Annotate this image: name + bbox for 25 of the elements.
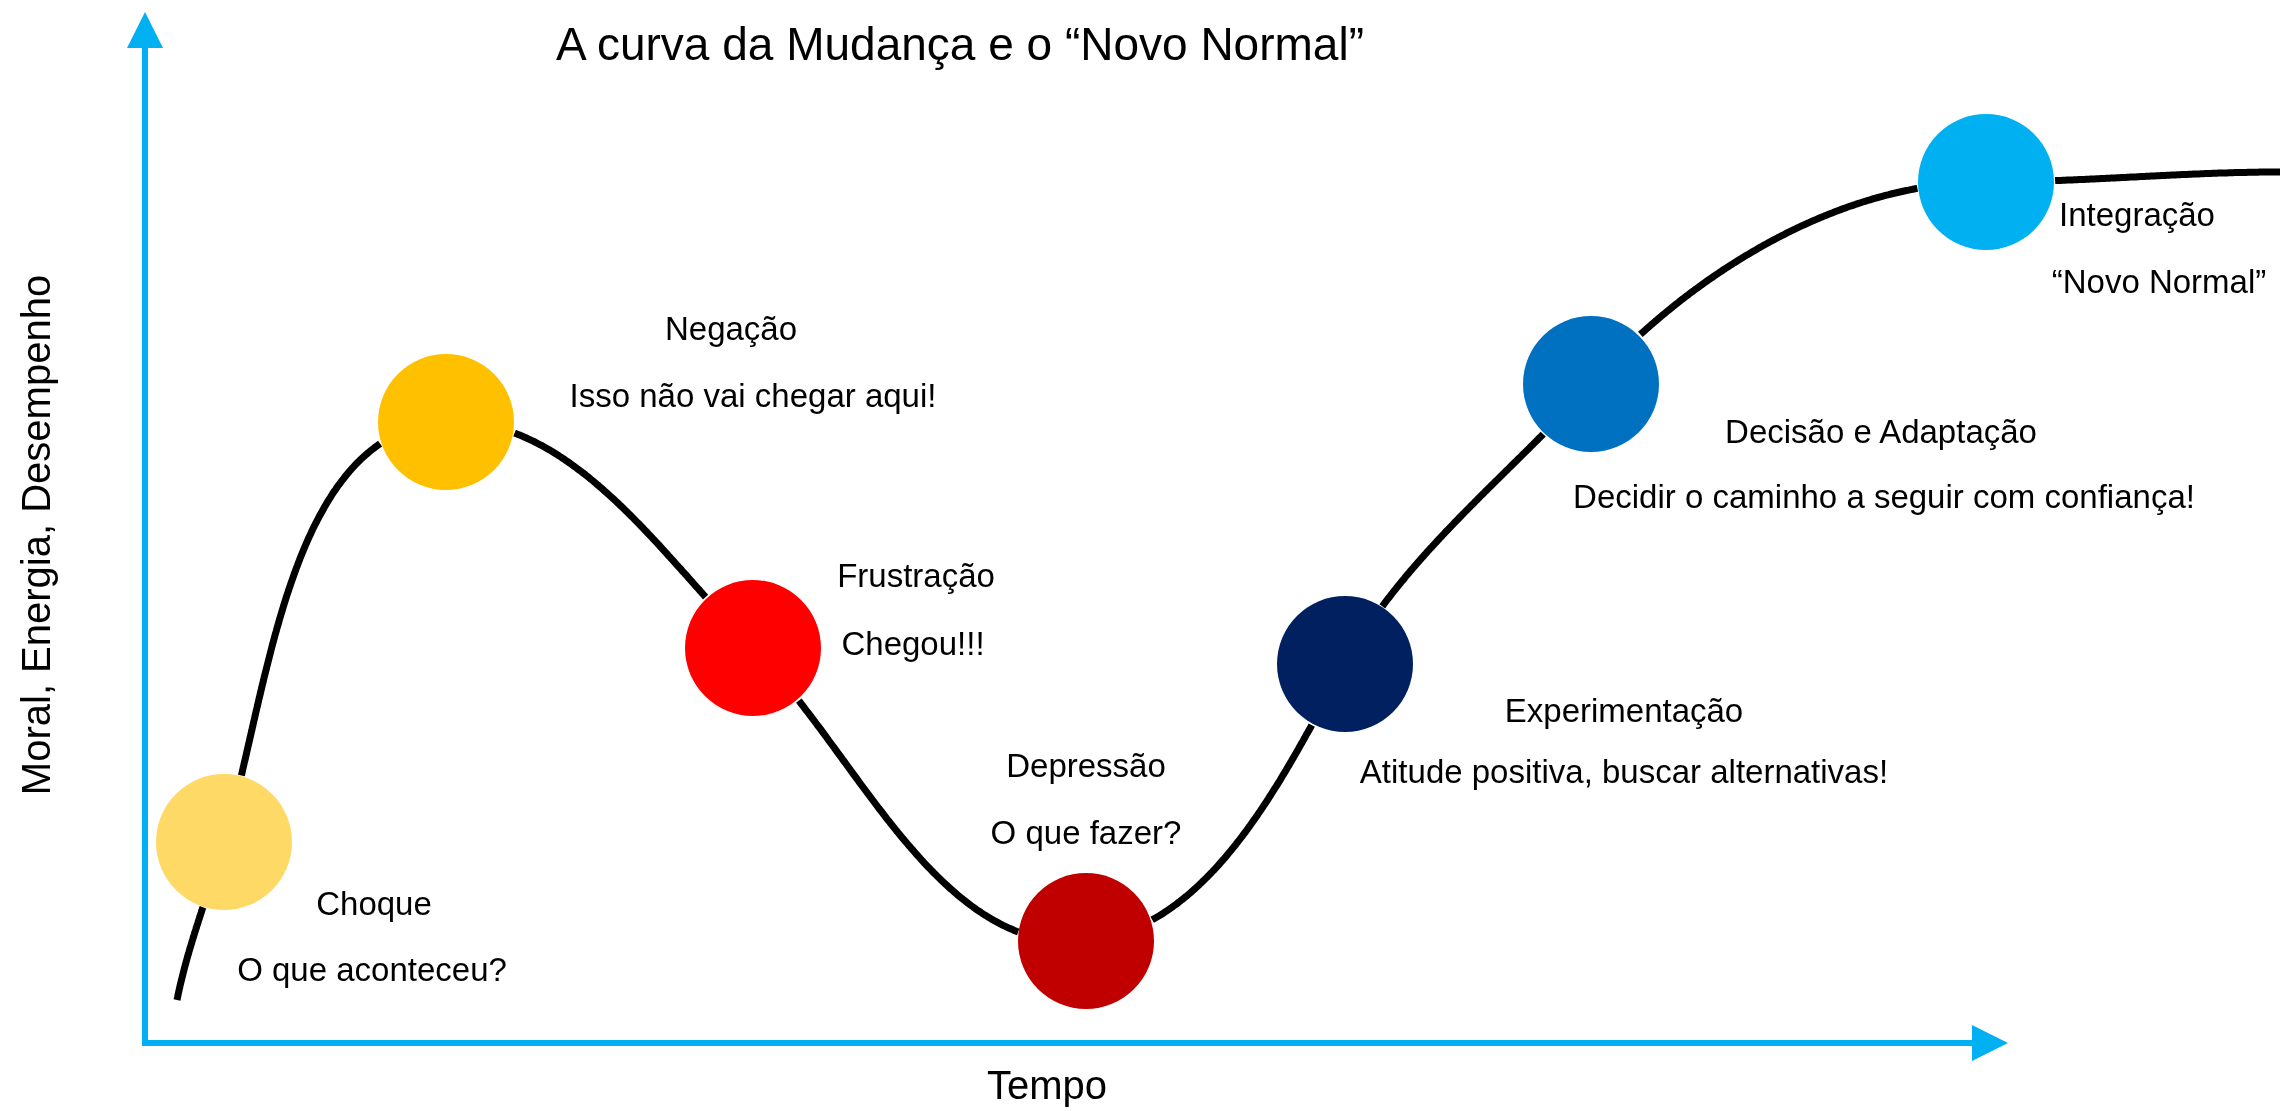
curve-line <box>1638 184 1919 338</box>
stage-name: Experimentação <box>1504 691 1744 732</box>
curve-line <box>796 698 1020 936</box>
stage-description: Decidir o caminho a seguir com confiança! <box>1573 477 2195 518</box>
stage-description: Atitude positiva, buscar alternativas! <box>1359 752 1889 793</box>
stage-description: Isso não vai chegar aqui! <box>569 376 937 417</box>
stage-name: Frustração <box>837 556 995 597</box>
stage-description: O que aconteceu? <box>237 950 507 991</box>
curve-line <box>1150 723 1315 923</box>
x-axis-label: Tempo <box>986 1062 1108 1109</box>
y-axis-label: Moral, Energia, Desempenho <box>13 274 59 796</box>
curve-line <box>512 429 709 600</box>
stage-name: Decisão e Adaptação <box>1725 412 2037 453</box>
title: A curva da Mudança e o “Novo Normal” <box>556 16 1364 72</box>
stage-name: Depressão <box>1006 746 1166 787</box>
curve-line <box>1379 431 1546 609</box>
stage-description: “Novo Normal” <box>2051 262 2267 303</box>
curve-line <box>2053 168 2280 185</box>
stage-name: Negação <box>664 309 798 350</box>
stage-name: Choque <box>316 884 432 925</box>
stage-description: O que fazer? <box>990 813 1182 854</box>
curve-line <box>173 904 207 1003</box>
stage-name: Integração <box>2059 195 2215 236</box>
stage-description: Chegou!!! <box>841 624 985 665</box>
curve-line <box>238 440 383 777</box>
